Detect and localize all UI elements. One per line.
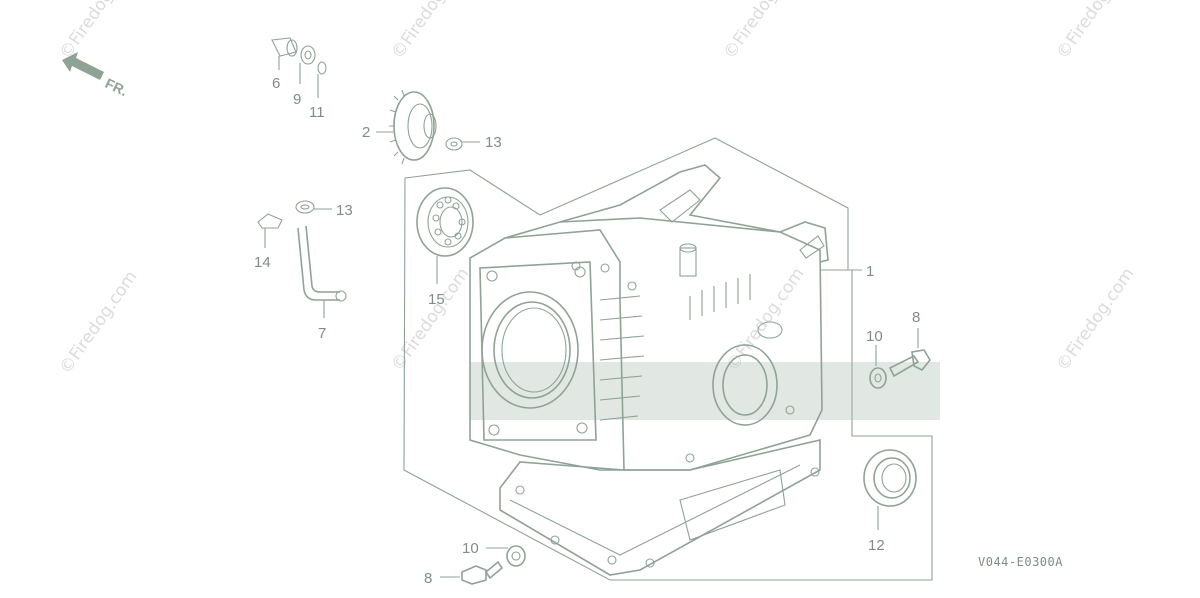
callout-labels: 6 9 11 2 13 13 14 7 15 1 10 8 12 10 8 V0…: [254, 75, 1063, 587]
callout-13-lower: 13: [336, 202, 353, 219]
part-13-washer-lower: [295, 200, 332, 214]
part-12-oil-seal: [863, 449, 917, 530]
watermark-layer: ©Firedog.com ©Firedog.com ©Firedog.com ©…: [56, 0, 1139, 378]
front-direction-arrow: FR.: [62, 52, 130, 99]
part-10-washer-right: [869, 345, 887, 389]
callout-1: 1: [866, 263, 874, 280]
callout-10-right: 10: [866, 328, 883, 345]
callout-9: 9: [293, 91, 301, 108]
callout-13-upper: 13: [485, 134, 502, 151]
part-9-washer: [299, 45, 316, 84]
watermark: ©Firedog.com: [388, 264, 474, 375]
watermark: ©Firedog.com: [56, 0, 142, 63]
part-1-crankcase: [469, 164, 940, 576]
part-11-clip: [317, 61, 327, 98]
part-8-bolt-bottom: [440, 560, 504, 585]
callout-2: 2: [362, 124, 370, 141]
part-13-washer-upper: [445, 137, 480, 151]
callout-6: 6: [272, 75, 280, 92]
part-2-governor-gear: [376, 89, 437, 165]
watermark: ©Firedog.com: [1053, 264, 1139, 375]
part-6-bolt: [271, 37, 298, 70]
callout-15: 15: [428, 291, 445, 308]
callout-8-bottom: 8: [424, 570, 432, 587]
part-14-clip: [257, 213, 283, 248]
part-10-washer-bottom: [486, 545, 526, 567]
callout-7: 7: [318, 325, 326, 342]
callout-14: 14: [254, 254, 271, 271]
watermark: ©Firedog.com: [388, 0, 474, 63]
watermark: ©Firedog.com: [720, 0, 806, 63]
part-15-bearing: [416, 187, 474, 284]
callout-12: 12: [868, 537, 885, 554]
watermark: ©Firedog.com: [1053, 0, 1139, 63]
part-8-bolt-right: [888, 328, 931, 378]
callout-8-right: 8: [912, 309, 920, 326]
watermark: ©Firedog.com: [56, 267, 142, 378]
callout-10-bottom: 10: [462, 540, 479, 557]
part-7-breather-tube: [297, 225, 347, 318]
callout-11: 11: [309, 104, 325, 121]
front-direction-label: FR.: [103, 75, 130, 99]
diagram-code: V044-E0300A: [978, 555, 1063, 569]
front-direction-arrow-icon: [62, 52, 104, 80]
